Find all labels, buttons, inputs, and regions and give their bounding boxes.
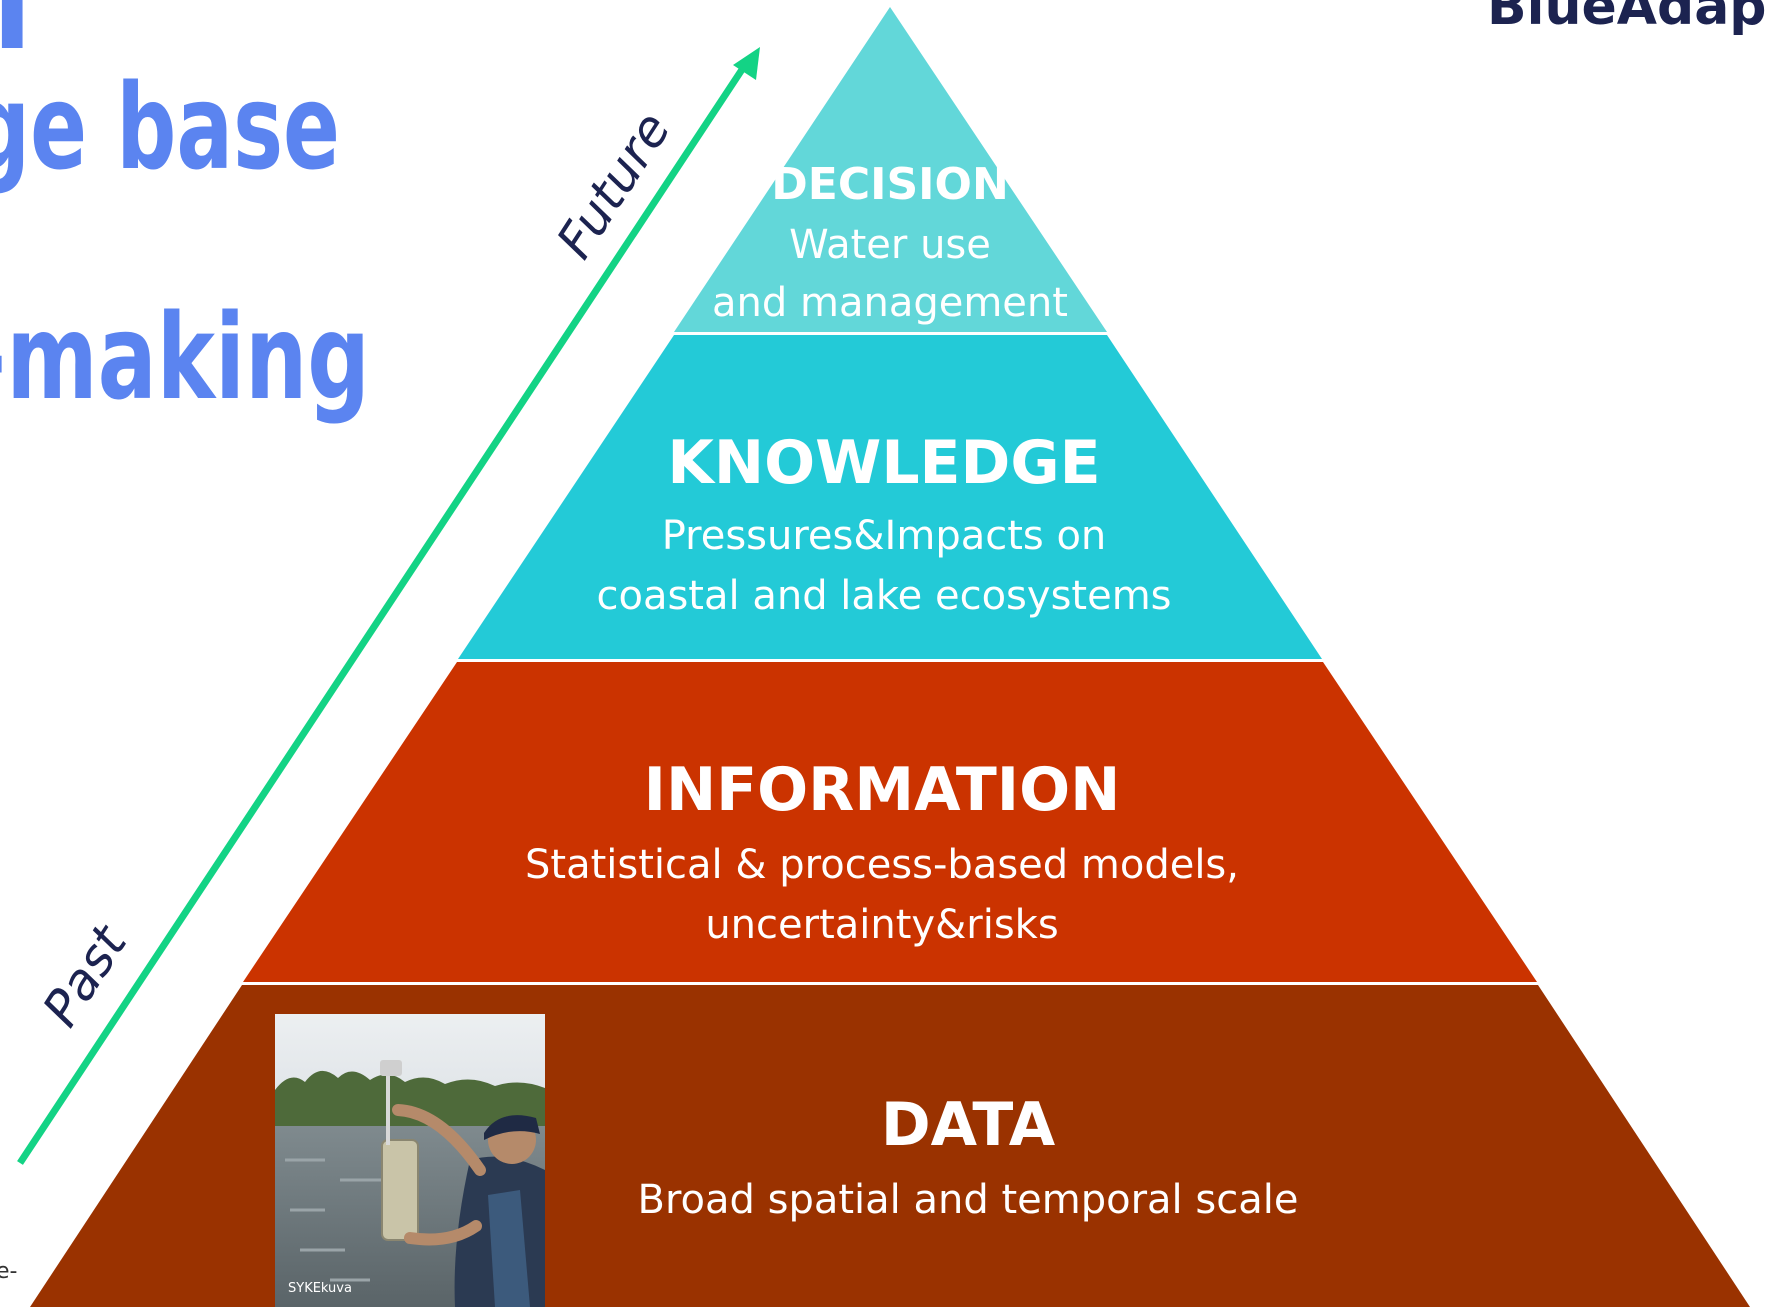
decision-line-1: Water use <box>789 222 991 268</box>
timeline-future-label: Future <box>545 102 681 269</box>
photo-person-lower-arm <box>404 1220 482 1246</box>
information-line-1: Statistical & process-based models, <box>525 842 1239 888</box>
photo-caption: SYKEkuva <box>288 1281 352 1296</box>
footnote-fragment: e- <box>0 1259 17 1284</box>
knowledge-line-1: Pressures&Impacts on <box>662 513 1107 559</box>
blueadapt-logo: BlueAdapt <box>1487 0 1767 37</box>
photo-tree-line <box>275 1070 545 1128</box>
pyramid-level-information <box>243 662 1537 982</box>
photo-person-cap <box>484 1115 540 1140</box>
information-title: INFORMATION <box>644 755 1121 825</box>
decision-title: DECISION <box>771 159 1009 210</box>
timeline-arrow-head <box>733 47 760 80</box>
slide-title-line-1: l <box>0 0 32 76</box>
photo-sampler-head <box>380 1060 402 1076</box>
photo-person-arm <box>392 1104 486 1176</box>
timeline-arrow-line <box>17 63 748 1165</box>
slide-title-line-3: -making <box>0 288 370 426</box>
decision-line-2: and management <box>712 280 1068 326</box>
photo-person-vest <box>488 1190 530 1307</box>
pyramid-level-knowledge <box>458 335 1322 659</box>
slide-title-line-2: ge base <box>0 58 340 196</box>
photo-sampler-cylinder <box>381 1139 419 1241</box>
knowledge-line-2: coastal and lake ecosystems <box>596 573 1171 619</box>
photo-ripples <box>285 1158 395 1282</box>
data-line-1: Broad spatial and temporal scale <box>638 1177 1299 1223</box>
field-photo: SYKEkuva <box>275 1014 545 1307</box>
knowledge-title: KNOWLEDGE <box>667 428 1100 498</box>
data-title: DATA <box>881 1090 1056 1160</box>
pyramid-level-decision <box>674 7 1107 332</box>
timeline-past-label: Past <box>31 914 139 1037</box>
information-line-2: uncertainty&risks <box>705 902 1058 948</box>
slide-title: l ge base -making <box>0 0 370 426</box>
